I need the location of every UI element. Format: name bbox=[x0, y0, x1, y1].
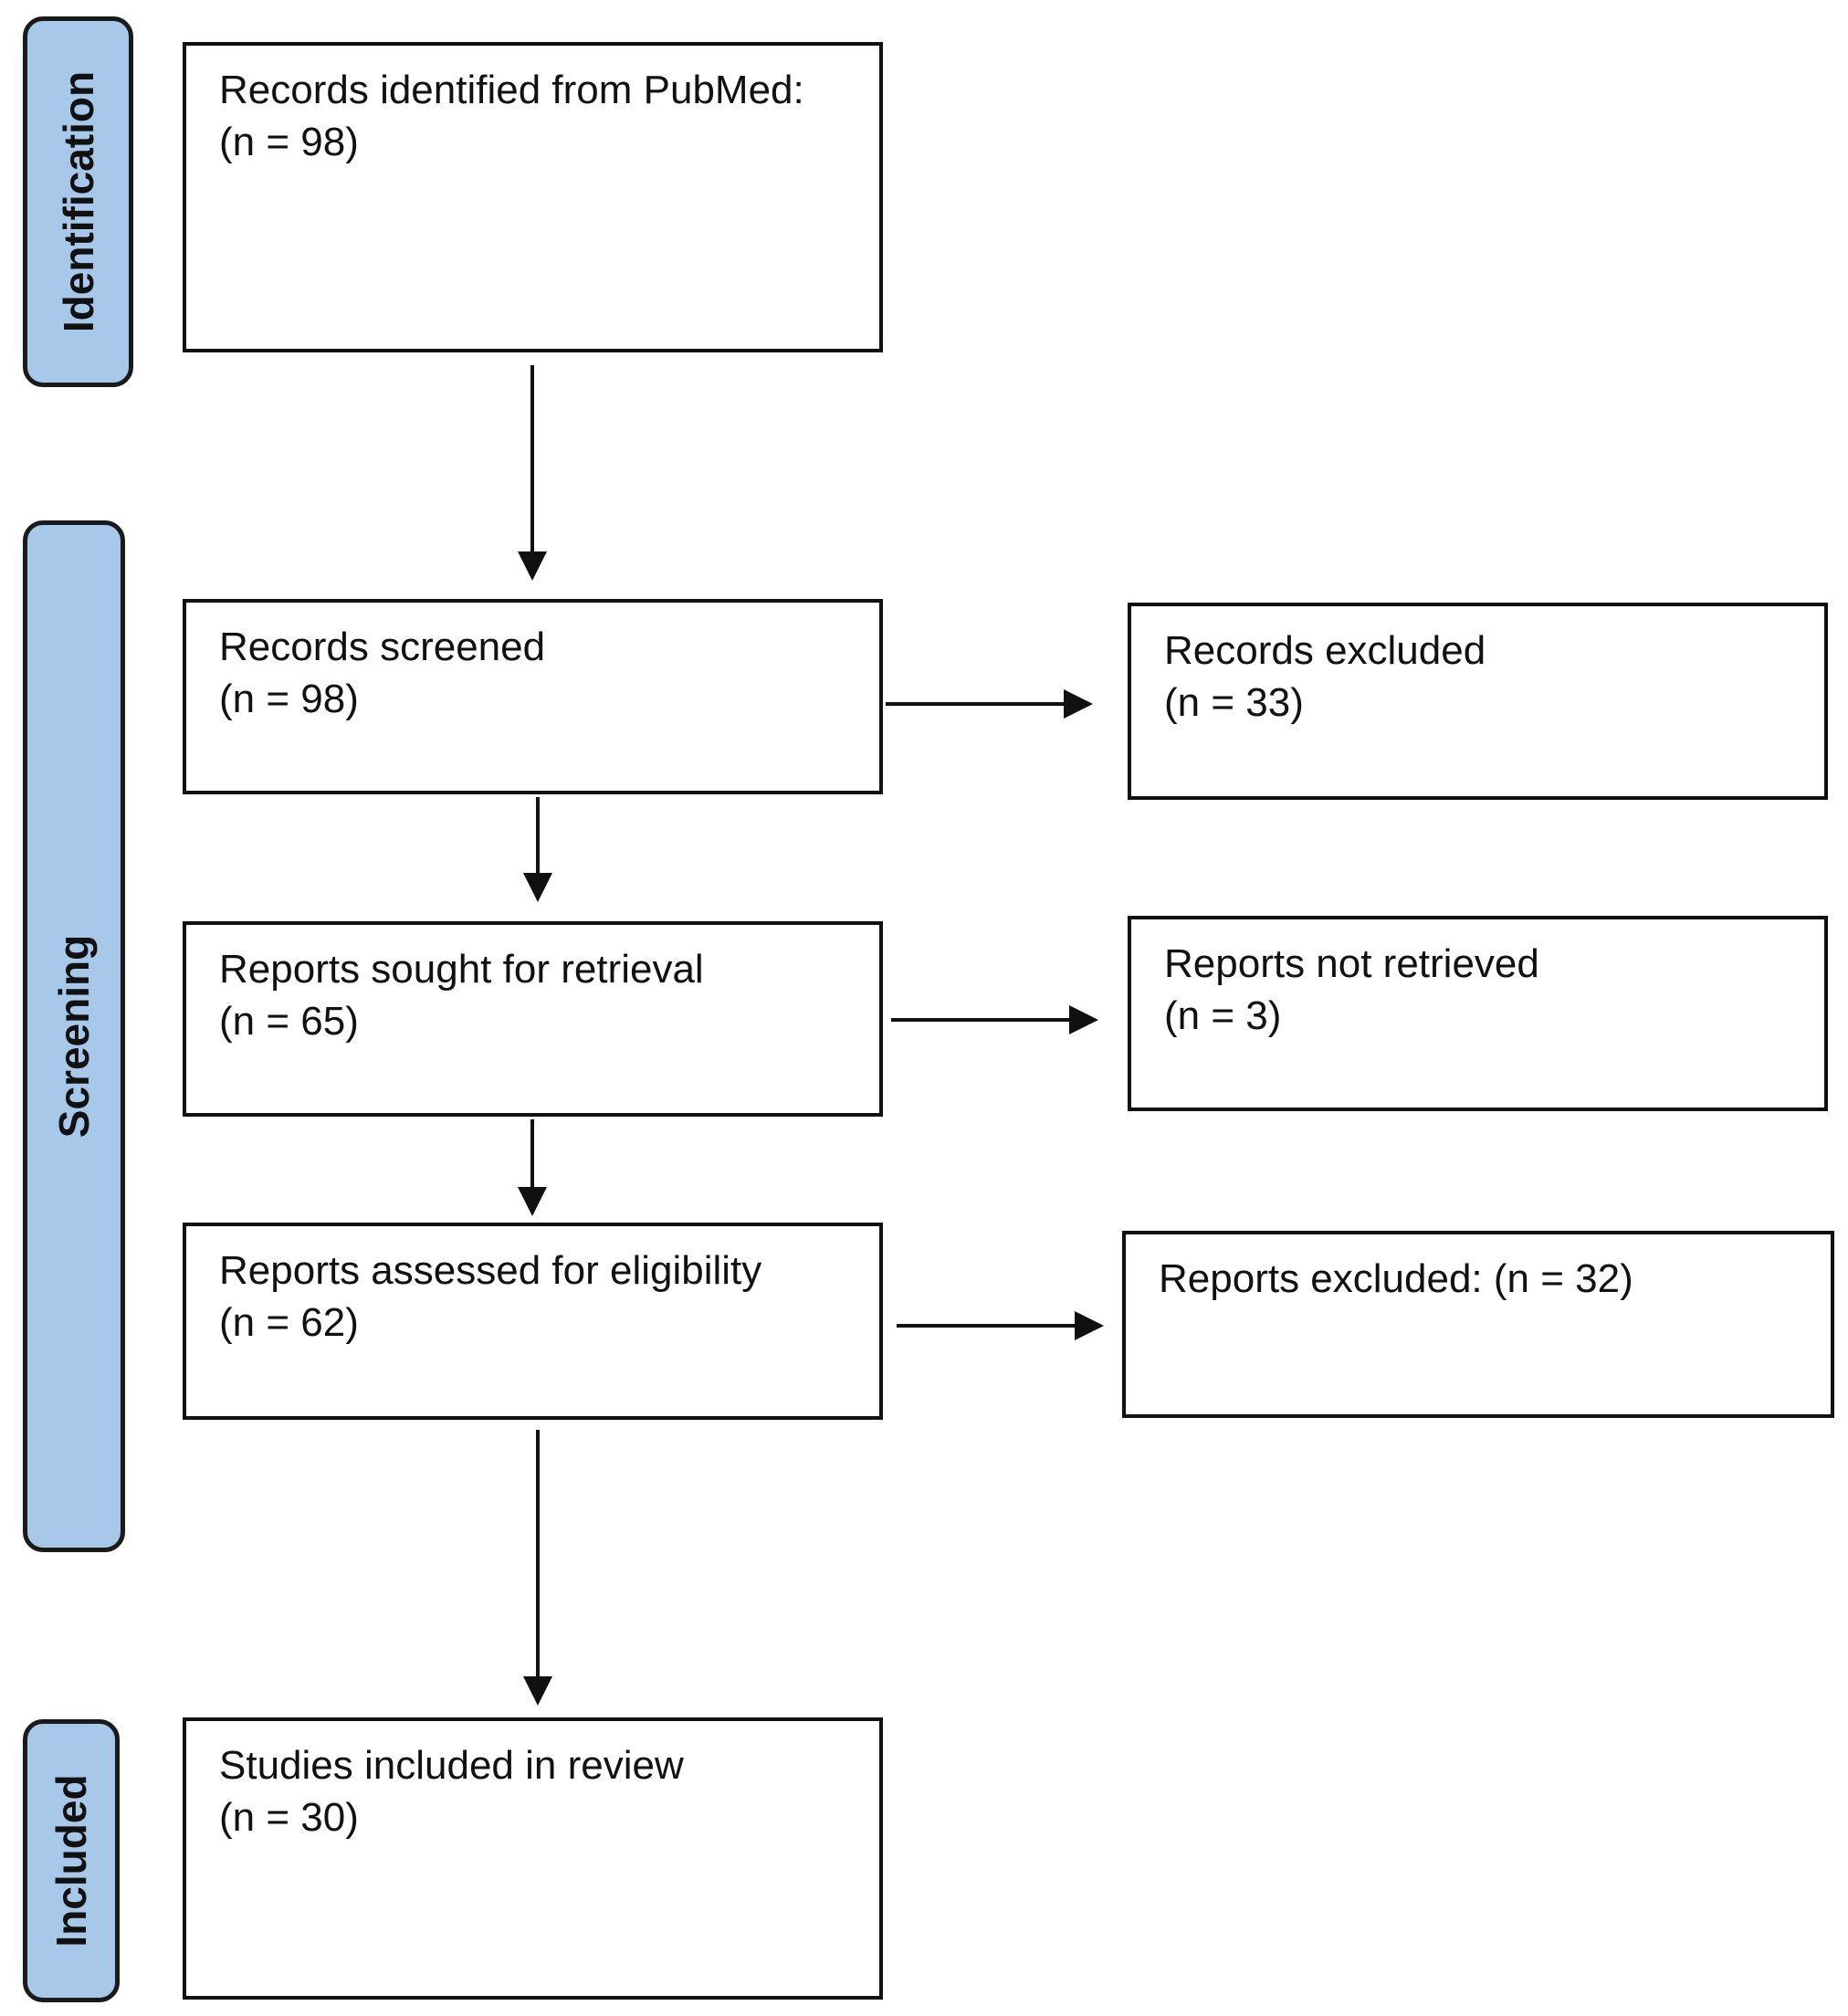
reports-assessed-title: Reports assessed for eligibility bbox=[219, 1248, 762, 1293]
reports-excluded-box: Reports excluded: (n = 32) bbox=[1122, 1231, 1834, 1418]
records-excluded-box: Records excluded (n = 33) bbox=[1128, 603, 1828, 800]
records-identified-box: Records identified from PubMed: (n = 98) bbox=[183, 42, 883, 352]
reports-not-retrieved-count: (n = 3) bbox=[1164, 993, 1282, 1038]
records-excluded-count: (n = 33) bbox=[1164, 680, 1304, 725]
reports-assessed-count: (n = 62) bbox=[219, 1300, 359, 1345]
reports-excluded-title: Reports excluded: (n = 32) bbox=[1159, 1256, 1633, 1301]
records-screened-title: Records screened bbox=[219, 625, 546, 669]
records-excluded-title: Records excluded bbox=[1164, 628, 1486, 673]
phase-included: Included bbox=[23, 1719, 120, 2002]
records-identified-title: Records identified from PubMed: bbox=[219, 68, 804, 112]
records-identified-count: (n = 98) bbox=[219, 120, 359, 164]
reports-sought-title: Reports sought for retrieval bbox=[219, 947, 704, 992]
studies-included-count: (n = 30) bbox=[219, 1795, 359, 1840]
reports-sought-count: (n = 65) bbox=[219, 999, 359, 1044]
records-screened-count: (n = 98) bbox=[219, 677, 359, 721]
reports-not-retrieved-title: Reports not retrieved bbox=[1164, 941, 1539, 986]
studies-included-title: Studies included in review bbox=[219, 1743, 684, 1788]
phase-identification: Identification bbox=[23, 16, 133, 387]
reports-assessed-box: Reports assessed for eligibility (n = 62… bbox=[183, 1223, 883, 1420]
reports-not-retrieved-box: Reports not retrieved (n = 3) bbox=[1128, 916, 1828, 1111]
records-screened-box: Records screened (n = 98) bbox=[183, 599, 883, 794]
reports-sought-box: Reports sought for retrieval (n = 65) bbox=[183, 921, 883, 1117]
phase-screening: Screening bbox=[23, 520, 125, 1552]
studies-included-box: Studies included in review (n = 30) bbox=[183, 1717, 883, 2000]
